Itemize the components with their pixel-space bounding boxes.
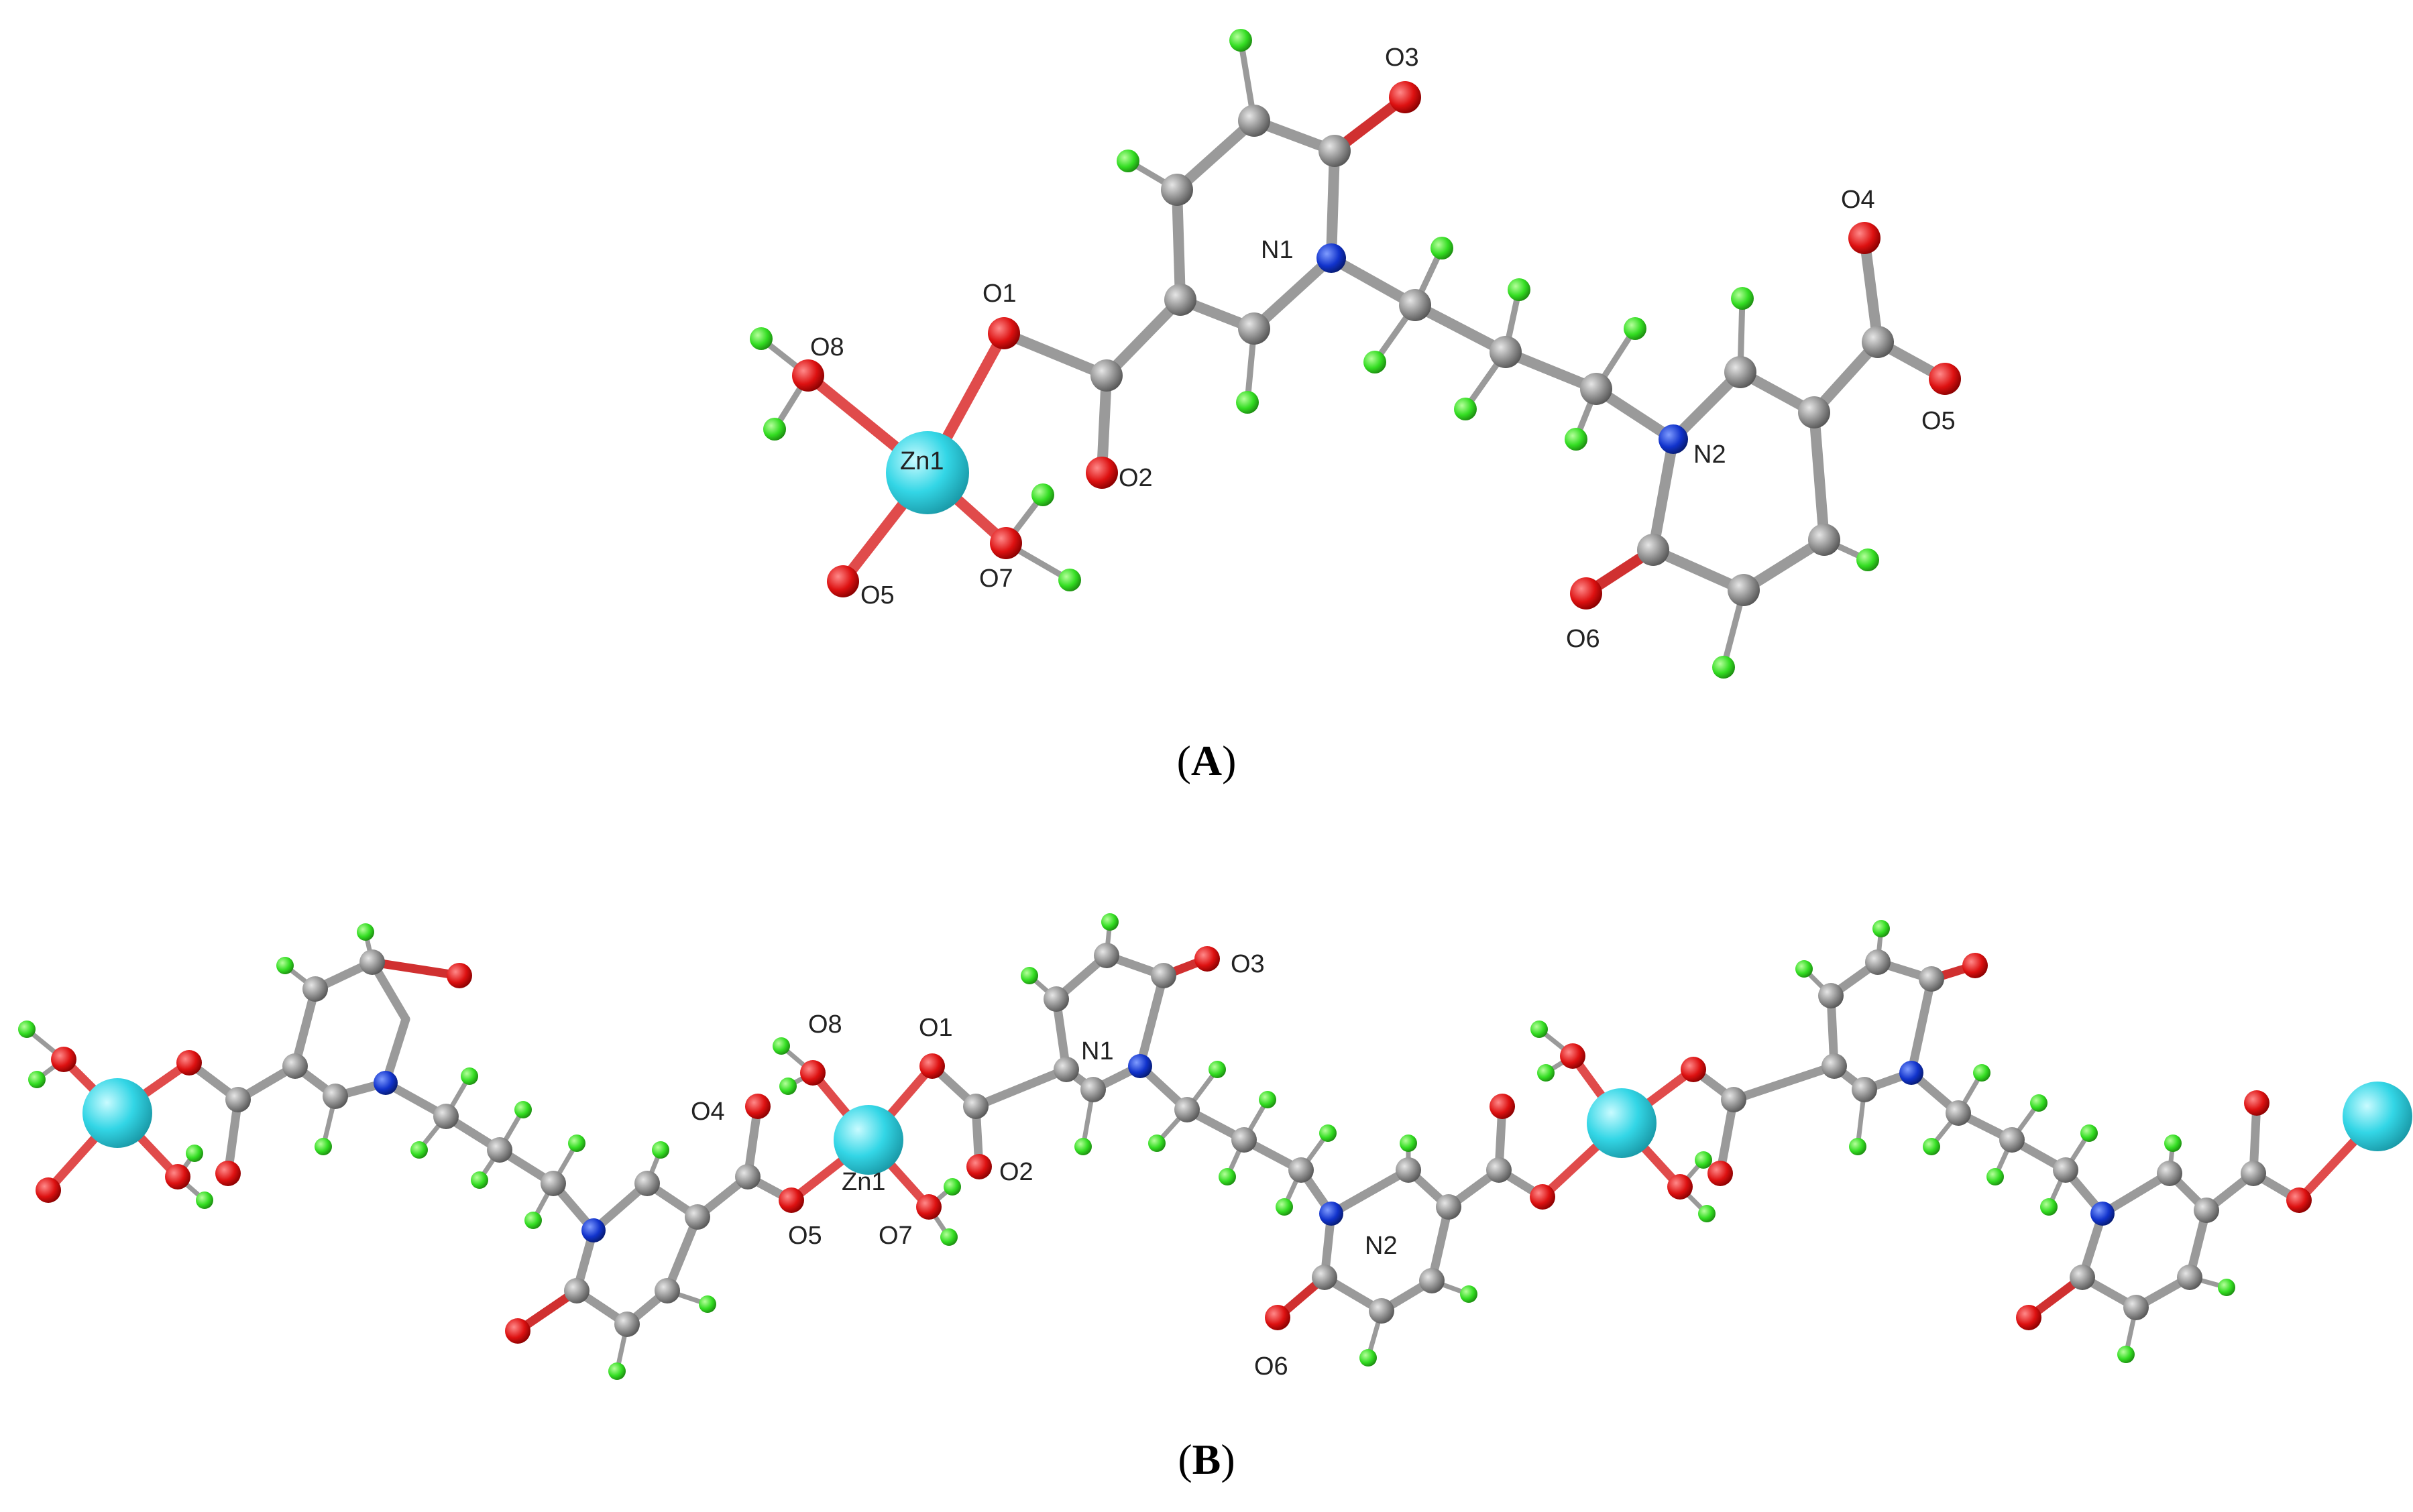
o6-atom	[1570, 577, 1602, 609]
carbon-atom	[1490, 336, 1522, 368]
zinc-atom	[82, 1078, 152, 1148]
carbon-atom	[1161, 174, 1193, 206]
zn1-atom	[886, 431, 969, 514]
o8-atom	[792, 359, 824, 392]
carbon-atoms-b	[225, 943, 2266, 1337]
hydrogen-atom	[763, 418, 786, 441]
bonds-a	[803, 92, 1950, 599]
carbon-atom	[1164, 284, 1196, 316]
label-o1-b: O1	[919, 1014, 953, 1042]
hydrogen-atom	[1363, 351, 1386, 373]
zinc-atom	[834, 1105, 903, 1175]
label-n1: N1	[1261, 236, 1294, 264]
n2-atom	[1659, 424, 1688, 454]
panel-b-polymer-chain: O8 O1 O3 N1 O4 O2 Zn1 O5 O7 N2 O6	[18, 913, 2412, 1381]
nitrogen-atoms-b	[374, 1054, 2115, 1242]
carbon-atom	[1637, 534, 1669, 566]
o5-atom	[1929, 363, 1961, 395]
label-o7-b: O7	[879, 1222, 913, 1250]
label-n1-b: N1	[1081, 1037, 1114, 1065]
label-o4: O4	[1841, 186, 1875, 214]
label-o2: O2	[1119, 464, 1153, 492]
hydrogen-atom	[1117, 150, 1139, 172]
atom-labels-a: O1 O2 O3 O4 O5 O6 O7 O8 N1 N2 Zn1 O5	[810, 44, 1956, 653]
label-o5-symmetry: O5	[860, 581, 895, 609]
label-o5-b: O5	[788, 1222, 822, 1250]
zinc-atom	[1587, 1088, 1657, 1158]
label-o5: O5	[1921, 407, 1956, 435]
carbon-atom	[1862, 326, 1894, 358]
o5-symmetry-atom	[827, 565, 859, 597]
panel-a-caption: (A)	[1176, 737, 1237, 784]
bonds-b	[44, 951, 2382, 1336]
hydrogen-atom	[1712, 656, 1735, 679]
label-o7: O7	[979, 565, 1013, 593]
panel-b-caption: (B)	[1178, 1436, 1235, 1483]
hydrogen-atom	[1430, 237, 1453, 259]
label-o2-b: O2	[999, 1158, 1033, 1186]
atoms-b	[18, 913, 2412, 1380]
carbon-atom	[1318, 135, 1351, 167]
carbon-atom	[1238, 105, 1270, 137]
o2-atom	[1086, 457, 1118, 489]
hydrogen-atom	[1856, 548, 1879, 571]
label-o1: O1	[983, 280, 1017, 308]
o3-atom	[1389, 81, 1421, 113]
label-n2: N2	[1693, 441, 1726, 469]
hydrogen-atoms-b	[18, 913, 2235, 1380]
hydrogen-atom	[1229, 29, 1252, 52]
label-o8-b: O8	[808, 1010, 842, 1039]
hydrogen-atom	[1565, 428, 1587, 451]
label-o4-b: O4	[691, 1098, 725, 1126]
carbon-atom	[1728, 574, 1760, 606]
o7-atom	[990, 527, 1022, 559]
zinc-atom	[2343, 1082, 2412, 1151]
hydrogen-atom	[750, 327, 773, 350]
hydrogen-atom	[1058, 569, 1081, 591]
hydrogen-atom	[1236, 391, 1259, 414]
label-n2-b: N2	[1365, 1232, 1398, 1260]
hydrogen-atom	[1508, 278, 1530, 301]
label-o8: O8	[810, 333, 844, 361]
hydrogen-atom	[1031, 483, 1054, 506]
atom-labels-b: O8 O1 O3 N1 O4 O2 Zn1 O5 O7 N2 O6	[691, 950, 1398, 1381]
oxygen-atoms-b	[36, 946, 2312, 1344]
hydrogen-atom	[1731, 287, 1754, 310]
panel-a-asymmetric-unit: O1 O2 O3 O4 O5 O6 O7 O8 N1 N2 Zn1 O5	[750, 29, 1961, 679]
n1-atom	[1316, 243, 1346, 273]
carbon-atom	[1808, 524, 1840, 556]
label-o6-b: O6	[1254, 1352, 1288, 1381]
atoms-a	[750, 29, 1961, 679]
carbon-atom	[1238, 312, 1270, 345]
o4-atom	[1848, 222, 1881, 254]
carbon-atom	[1724, 356, 1756, 388]
label-o6: O6	[1566, 625, 1600, 653]
hydrogen-atom	[1454, 398, 1477, 420]
carbon-atom	[1399, 289, 1431, 321]
hydrogen-atom	[1624, 317, 1646, 340]
carbon-atom	[1580, 373, 1612, 405]
label-o3: O3	[1385, 44, 1419, 72]
o1-atom	[988, 317, 1020, 349]
label-zn1: Zn1	[900, 447, 944, 475]
carbon-atom	[1798, 396, 1830, 428]
label-zn1-b: Zn1	[842, 1168, 885, 1196]
carbon-atom	[1090, 359, 1123, 392]
label-o3-b: O3	[1231, 950, 1265, 978]
hydrogen-bonds-b	[24, 919, 2229, 1374]
